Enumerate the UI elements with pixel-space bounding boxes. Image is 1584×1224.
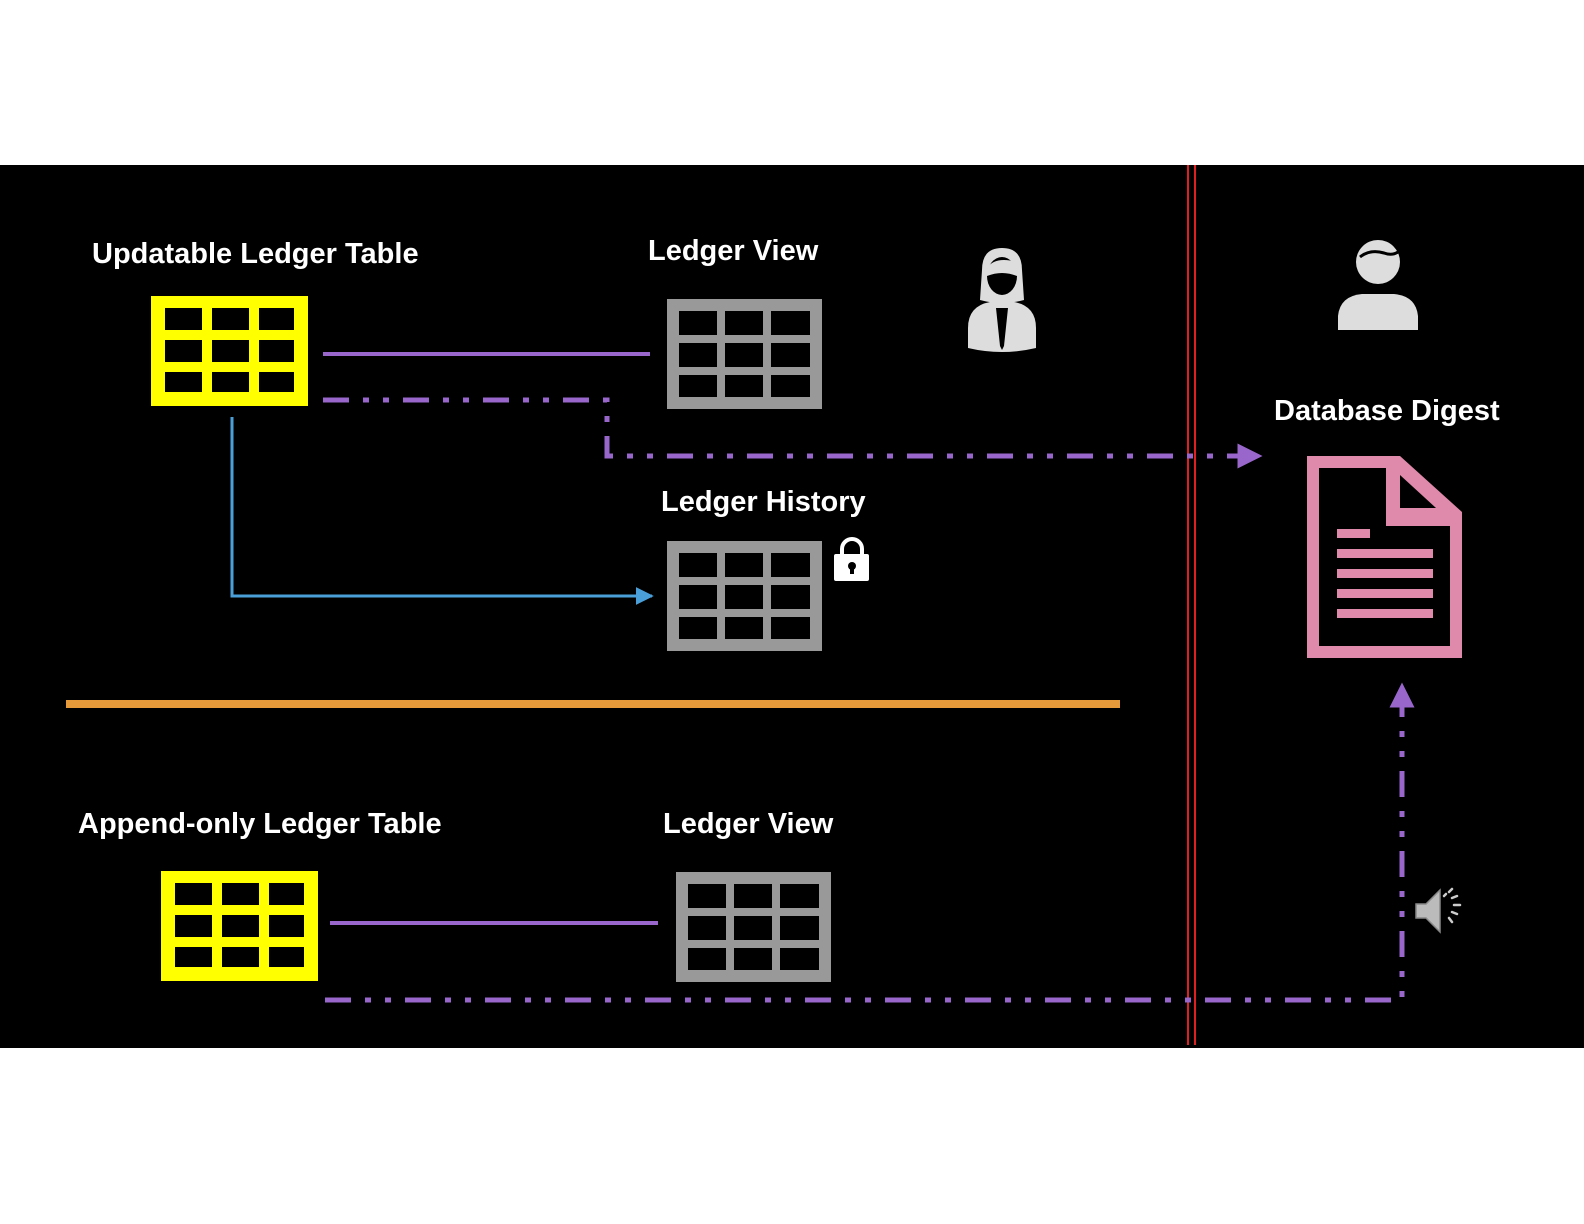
ledger-history-icon — [667, 541, 822, 651]
document-icon — [1307, 456, 1462, 658]
digest-flow-append-only — [325, 682, 1415, 1003]
user-male-icon — [1338, 240, 1418, 330]
updatable-ledger-table-label: Updatable Ledger Table — [92, 238, 419, 270]
speaker-icon — [1415, 887, 1462, 934]
ledger-view-top-icon — [667, 299, 822, 409]
updatable-ledger-table-icon — [151, 296, 308, 406]
ledger-history-label: Ledger History — [661, 486, 866, 518]
append-only-ledger-table-label: Append-only Ledger Table — [78, 808, 442, 840]
ledger-view-top-label: Ledger View — [648, 235, 819, 267]
digest-flow-updatable — [323, 397, 1263, 469]
history-arrow — [230, 417, 654, 605]
lock-icon — [834, 537, 869, 581]
ledger-view-bottom-icon — [676, 872, 831, 982]
append-only-ledger-table-icon — [161, 871, 318, 981]
vertical-separator — [1187, 165, 1196, 1045]
ledger-view-bottom-label: Ledger View — [663, 808, 834, 840]
user-female-icon — [968, 248, 1036, 352]
database-digest-label: Database Digest — [1274, 395, 1500, 427]
